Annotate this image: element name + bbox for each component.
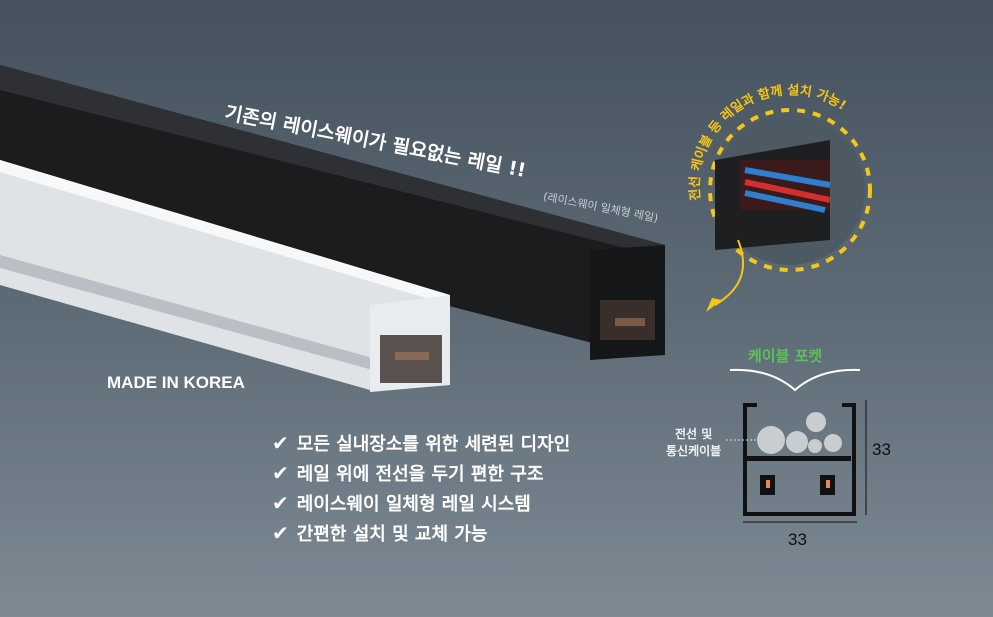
feature-text: 모든 실내장소를 위한 세련된 디자인 (296, 434, 571, 455)
made-in-korea-label: MADE IN KOREA (107, 373, 245, 392)
feature-item: ✔ 모든 실내장소를 위한 세련된 디자인 (272, 428, 570, 458)
feature-text: 레일 위에 전선을 두기 편한 구조 (296, 464, 544, 485)
wire-label: 전선 및 통신케이블 (666, 426, 721, 460)
cable-inset: 전선 케이블 등 레일과 함께 설치 가능! (687, 83, 872, 312)
checkmark-icon: ✔ (272, 461, 289, 485)
white-rail-image (0, 160, 450, 392)
checkmark-icon: ✔ (272, 521, 289, 545)
checkmark-icon: ✔ (272, 491, 289, 515)
height-dimension: 33 (872, 440, 891, 459)
feature-item: ✔ 레일 위에 전선을 두기 편한 구조 (272, 458, 570, 488)
wire-label-line1: 전선 및 (674, 427, 713, 441)
arrow-icon (706, 298, 722, 312)
feature-text: 간편한 설치 및 교체 가능 (296, 524, 488, 545)
feature-item: ✔ 레이스웨이 일체형 레일 시스템 (272, 488, 570, 518)
width-dimension: 33 (788, 530, 807, 549)
cross-section-diagram (726, 368, 867, 523)
feature-text: 레이스웨이 일체형 레일 시스템 (296, 494, 531, 515)
feature-list: ✔ 모든 실내장소를 위한 세련된 디자인 ✔ 레일 위에 전선을 두기 편한 구조… (272, 428, 570, 548)
feature-item: ✔ 간편한 설치 및 교체 가능 (272, 518, 570, 548)
black-rail-image (0, 65, 665, 360)
checkmark-icon: ✔ (272, 431, 289, 455)
wire-label-line2: 통신케이블 (666, 444, 722, 458)
cable-pocket-label: 케이블 포켓 (748, 347, 823, 365)
